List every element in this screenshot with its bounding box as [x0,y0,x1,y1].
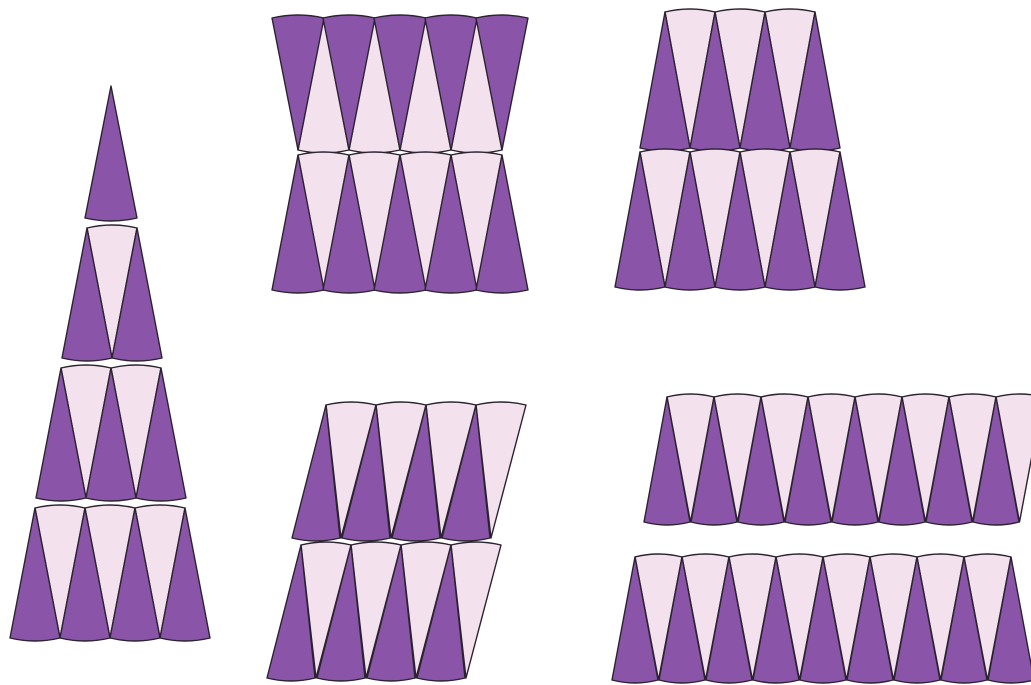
parallelogram-block-row-1 [292,402,526,541]
parallelogram-block-row-2 [267,542,501,681]
tower-arrangement-row-3 [36,365,186,501]
hourglass-block-row-1 [272,15,528,153]
wide-block-row-2 [612,554,1031,683]
hourglass-block-row-2 [272,152,528,293]
stepped-block-row-2 [615,149,865,290]
tower-arrangement-row-4 [10,505,210,641]
stepped-block-row-1 [640,9,840,151]
wide-block-row-1 [644,394,1031,525]
